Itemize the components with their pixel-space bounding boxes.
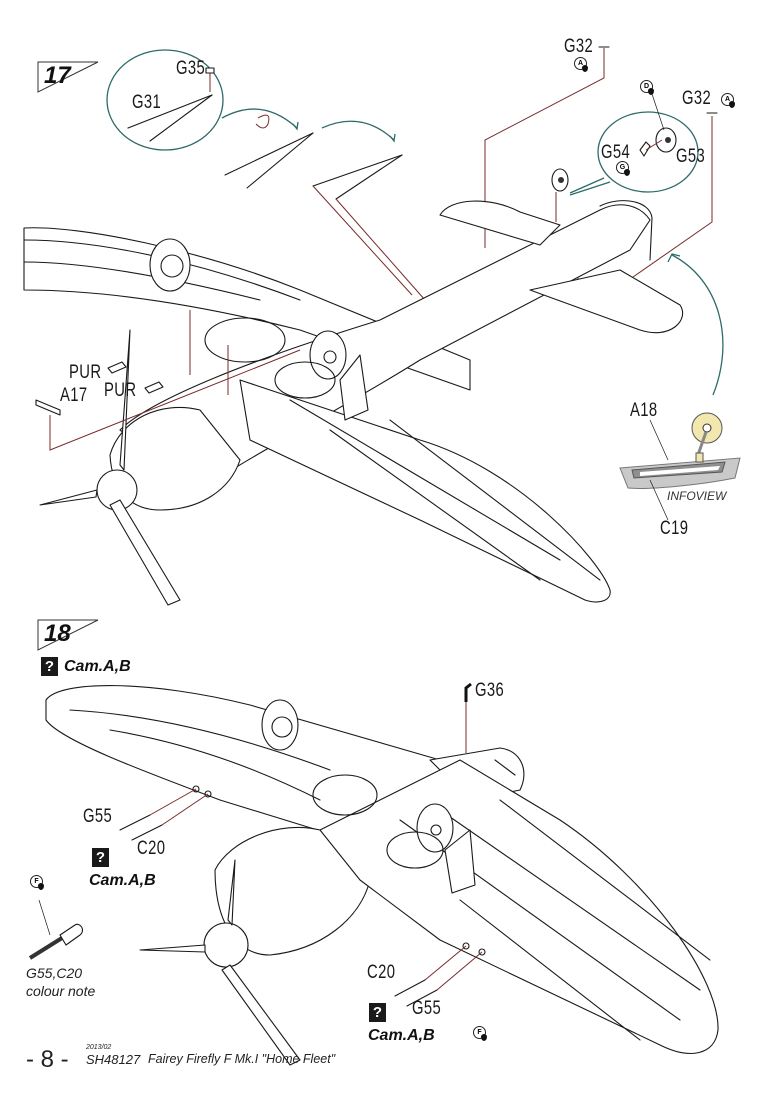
colour-note-text: colour note xyxy=(26,983,96,999)
label-c19: C19 xyxy=(660,518,689,539)
label-g54: G54 xyxy=(601,142,631,163)
colour-note-barrel xyxy=(28,899,84,960)
rotate-arrow-icon xyxy=(255,114,270,129)
camo-note-right: Cam.A,B xyxy=(368,1027,435,1044)
label-g53: G53 xyxy=(676,146,706,167)
label-g32-left: G32 xyxy=(564,36,594,57)
camo-note-top: Cam.A,B xyxy=(64,658,131,675)
g32-right-leader xyxy=(599,116,713,301)
a17-part xyxy=(35,399,61,416)
infoview-label: INFOVIEW xyxy=(667,489,727,503)
paint-drop-icon xyxy=(729,101,735,108)
colour-note-parts: G55,C20 xyxy=(26,965,83,981)
step-18-badge xyxy=(37,619,99,651)
g31-strut-final xyxy=(312,154,426,301)
paint-marker-g: G xyxy=(616,161,630,176)
g54-part xyxy=(639,141,651,157)
cannon-barrels-left xyxy=(119,788,209,841)
label-pur-1: PUR xyxy=(69,362,102,383)
sequence-arrow-2 xyxy=(321,120,395,141)
label-a17: A17 xyxy=(60,385,88,406)
kit-title: Fairey Firefly F Mk.I "Home Fleet" xyxy=(148,1052,336,1066)
colour-note: G55,C20 colour note xyxy=(26,964,95,1000)
paint-drop-icon xyxy=(481,1034,487,1041)
g31-strut-part xyxy=(127,94,213,142)
label-g35: G35 xyxy=(176,58,206,79)
label-g36: G36 xyxy=(475,680,505,701)
infoview-illustration xyxy=(619,412,741,521)
g36-part xyxy=(464,682,472,702)
paint-marker-f-right: F xyxy=(473,1026,487,1041)
label-pur-2: PUR xyxy=(104,380,137,401)
question-icon: ? xyxy=(369,1003,386,1022)
step-17-badge xyxy=(37,61,99,93)
step-17-number: 17 xyxy=(44,62,71,89)
paint-drop-icon xyxy=(582,65,588,72)
detail-ellipse-g31 xyxy=(106,49,224,151)
pur-part-1 xyxy=(107,361,127,374)
label-g55-left: G55 xyxy=(83,806,113,827)
label-a18: A18 xyxy=(630,400,658,421)
paint-marker-a-right: A xyxy=(721,93,735,108)
label-g31: G31 xyxy=(132,92,162,113)
g32-left-leader xyxy=(484,48,605,248)
detail-ellipse-g53 xyxy=(597,111,699,193)
paint-drop-icon xyxy=(624,169,630,176)
camo-note-left: Cam.A,B xyxy=(89,872,156,889)
pur-part-2 xyxy=(144,381,164,394)
label-g55-right: G55 xyxy=(412,998,442,1019)
paint-marker-a-left: A xyxy=(574,57,588,72)
paint-drop-icon xyxy=(38,883,44,890)
label-c20-left: C20 xyxy=(137,838,166,859)
paint-marker-f-left: F xyxy=(30,875,44,890)
g35-part xyxy=(205,67,215,74)
label-g32-right: G32 xyxy=(682,88,712,109)
paint-marker-d: D xyxy=(640,80,654,95)
label-c20-right: C20 xyxy=(367,962,396,983)
step-18-number: 18 xyxy=(44,620,71,647)
infoview-arrow xyxy=(671,254,724,396)
aircraft-step18 xyxy=(45,685,719,1066)
cannon-barrels-right xyxy=(394,945,483,1007)
aircraft-step17 xyxy=(23,200,683,606)
question-icon: ? xyxy=(41,657,58,676)
kit-code: SH48127 xyxy=(86,1052,141,1067)
paint-drop-icon xyxy=(648,88,654,95)
question-icon: ? xyxy=(92,848,109,867)
footer-date: 2013/02 xyxy=(86,1044,112,1051)
sequence-arrow-1 xyxy=(221,108,298,129)
g31-strut-assembled xyxy=(224,132,314,189)
page-number: - 8 - xyxy=(26,1046,69,1073)
